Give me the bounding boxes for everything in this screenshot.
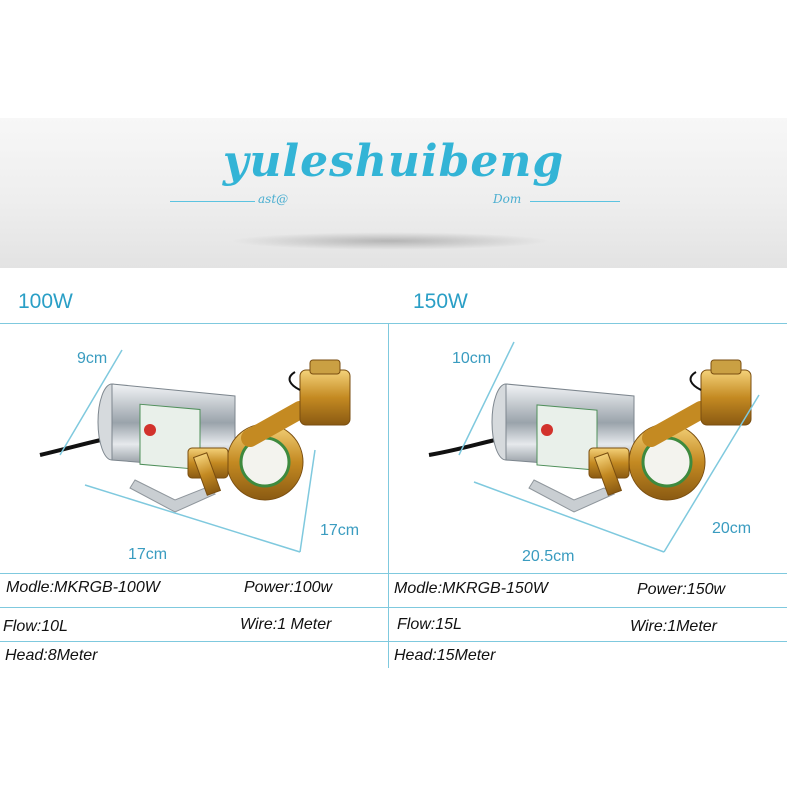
brand-mark-right: Dom	[493, 192, 522, 206]
dim-length-100w: 17cm	[128, 546, 168, 563]
spec-head-150w: Head:15Meter	[394, 647, 496, 664]
spec-flow-100w: Flow:10L	[3, 618, 68, 635]
banner-shadow	[230, 232, 550, 250]
spec-row-line-2	[0, 607, 787, 608]
pump-image-150w	[428, 341, 760, 553]
spec-model-100w: Modle:MKRGB-100W	[6, 579, 160, 596]
spec-wire-100w: Wire:1 Meter	[240, 616, 332, 633]
spec-row-line-3	[0, 641, 787, 642]
spec-model-150w: Modle:MKRGB-150W	[394, 580, 548, 597]
dim-depth-100w: 17cm	[320, 522, 360, 539]
spec-wire-150w: Wire:1Meter	[630, 618, 717, 635]
dim-depth-150w: 20cm	[712, 520, 752, 537]
frame-top-line	[0, 323, 787, 324]
dim-length-150w: 20.5cm	[522, 548, 575, 565]
spec-power-100w: Power:100w	[244, 579, 333, 596]
brand-banner	[0, 118, 787, 268]
brand-line-right	[530, 201, 620, 202]
dim-height-100w: 9cm	[77, 350, 108, 367]
brand-mark-left: ast@	[258, 192, 289, 206]
dim-height-150w: 10cm	[452, 350, 492, 367]
pump-image-100w	[39, 349, 351, 553]
product-title-150w: 150W	[413, 290, 468, 313]
brand-line-left	[170, 201, 255, 202]
spec-flow-150w: Flow:15L	[397, 616, 462, 633]
product-title-100w: 100W	[18, 290, 73, 313]
spec-power-150w: Power:150w	[637, 581, 726, 598]
spec-row-line-1	[0, 573, 787, 574]
spec-head-100w: Head:8Meter	[5, 647, 98, 664]
frame-center-divider	[388, 323, 389, 668]
brand-title: yuleshuibeng	[222, 136, 565, 187]
